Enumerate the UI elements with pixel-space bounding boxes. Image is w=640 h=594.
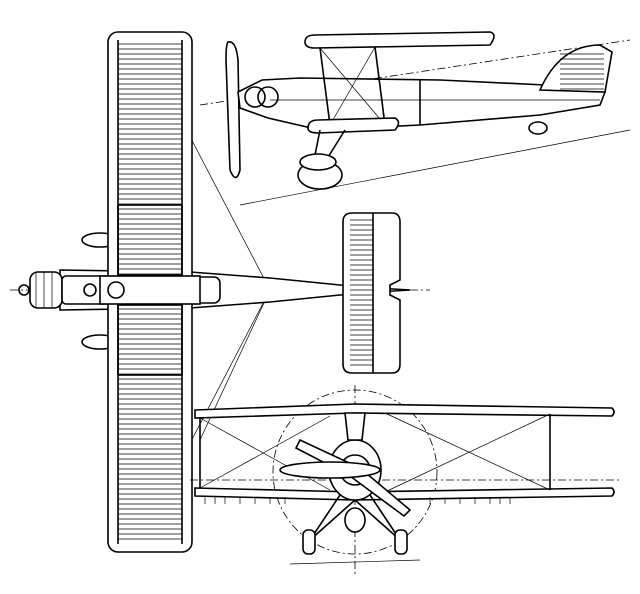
upper-wing-side [304,31,495,49]
plan-view [10,31,430,553]
engine-plan [18,271,63,309]
propeller-side [225,41,241,179]
front-view [190,385,620,575]
lower-wing-front [194,487,615,501]
side-view [199,31,631,206]
upper-wing-front [194,403,615,419]
tailplane-plan [342,212,401,374]
